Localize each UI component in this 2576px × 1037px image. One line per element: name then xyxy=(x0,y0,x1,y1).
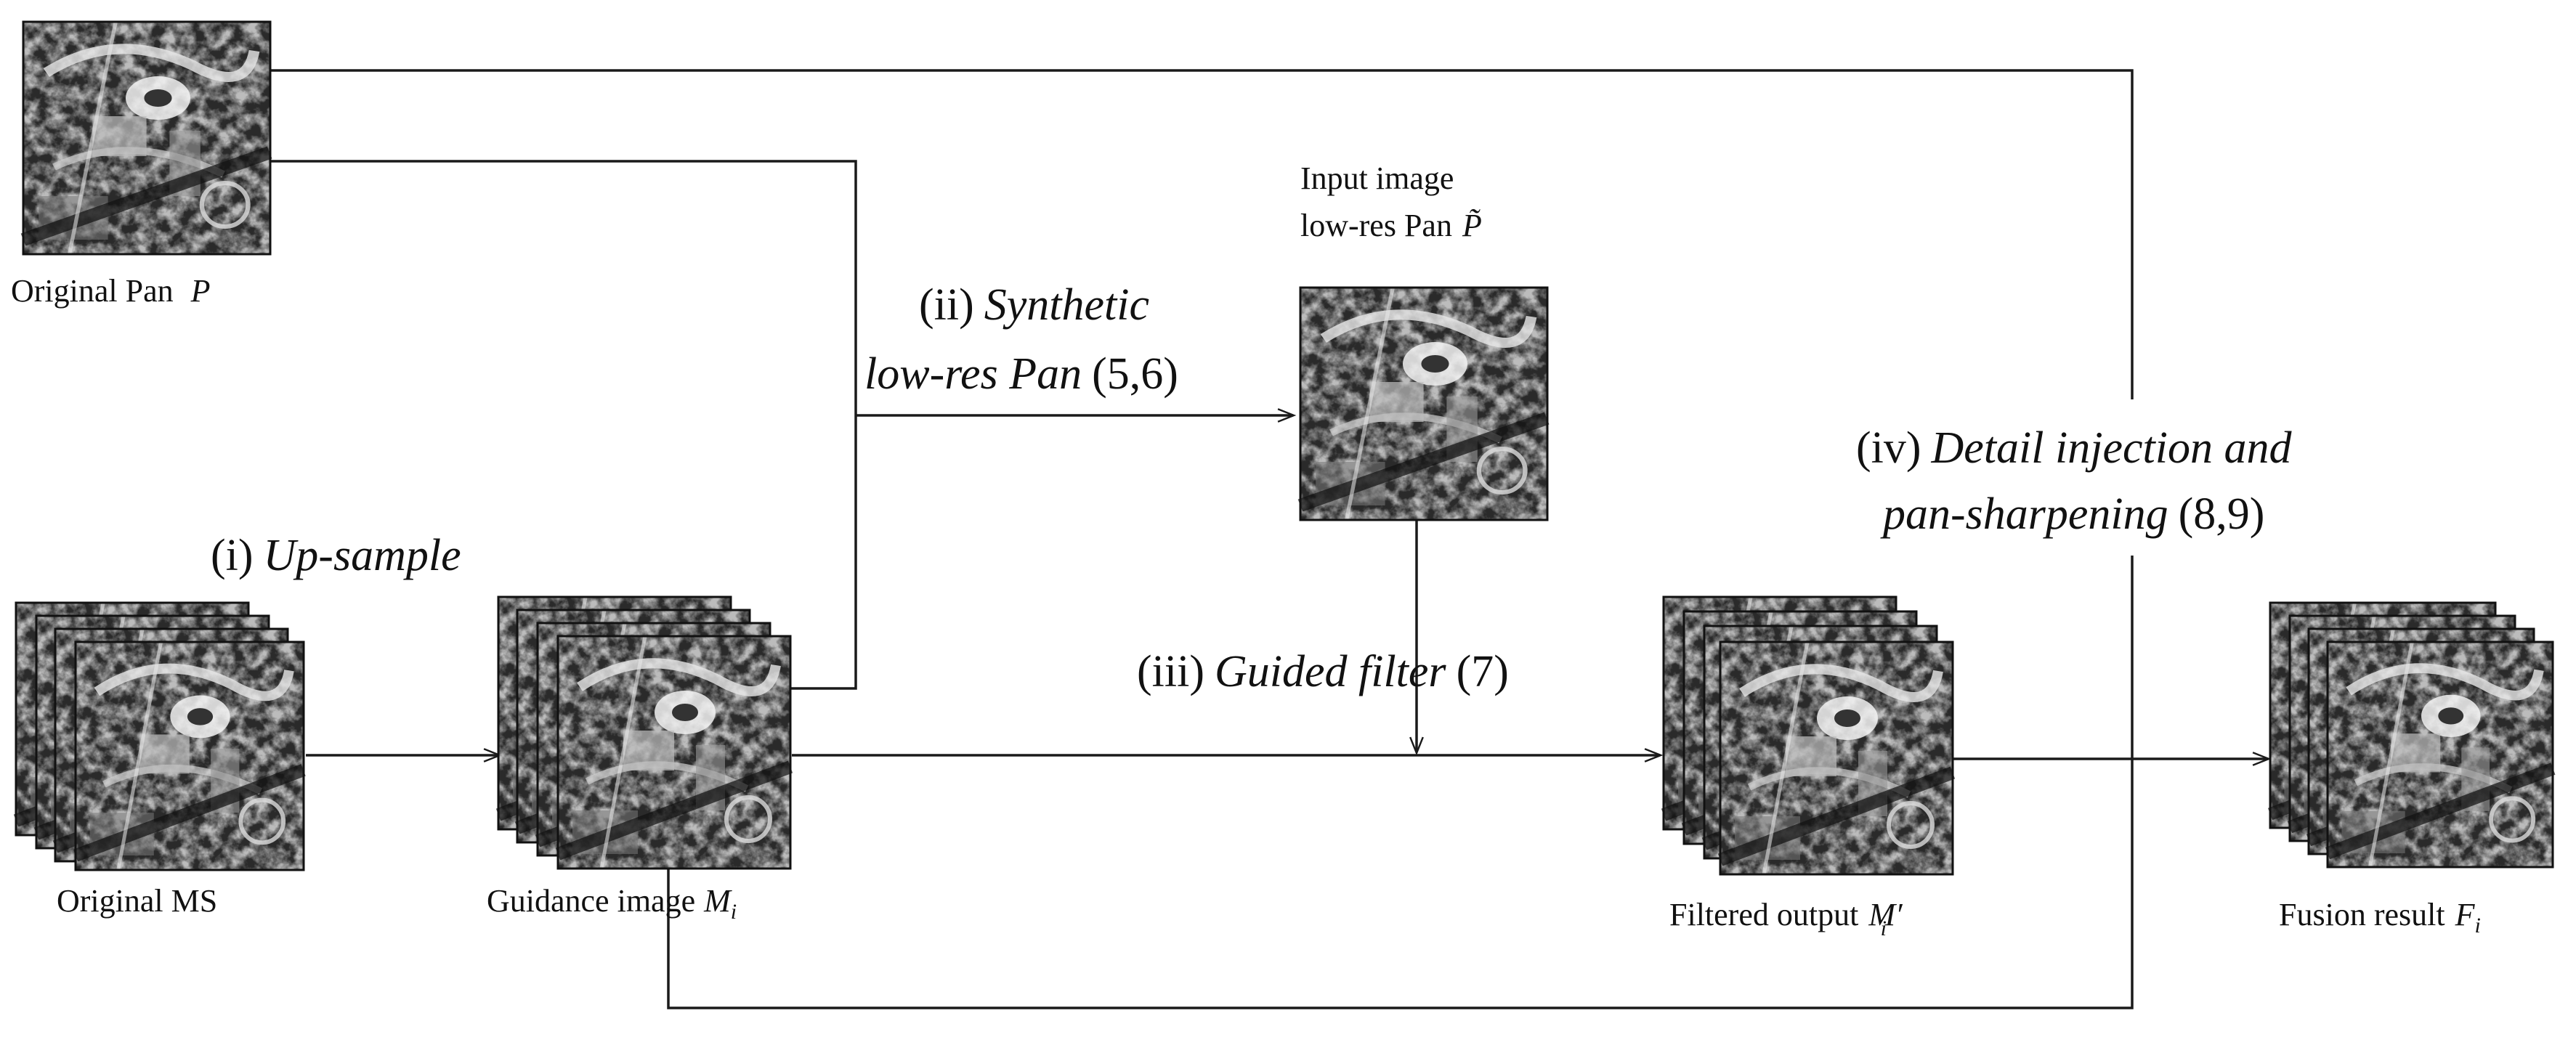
step-guided-filter-label: (iii)Guided filter(7) xyxy=(1137,647,1509,696)
original-ms-label: Original MS xyxy=(57,883,217,919)
step-detail-injection-line2: pan-sharpening(8,9) xyxy=(1880,489,2264,539)
step-detail-injection-line1: (iv)Detail injection and xyxy=(1856,423,2292,473)
detail-label-backing xyxy=(1827,399,2430,556)
connectors xyxy=(270,69,2272,1009)
guidance-image-stack xyxy=(498,597,790,869)
filtered-output-stack xyxy=(1664,597,1953,874)
original-ms-stack xyxy=(16,603,304,870)
input-image-label: Input image xyxy=(1300,160,1454,196)
pan-to-fusion-line xyxy=(270,69,2134,1009)
fusion-result-stack xyxy=(2270,603,2553,867)
original-pan-image xyxy=(23,22,270,254)
pan-to-lowres-branch xyxy=(270,160,857,690)
step-synthetic-line2: low-res Pan(5,6) xyxy=(864,349,1178,399)
input-lowres-pan-image xyxy=(1300,288,1547,520)
step-synthetic-line1: (ii)Synthetic xyxy=(919,280,1149,330)
step-upsample-label: (i)Up-sample xyxy=(211,531,461,580)
